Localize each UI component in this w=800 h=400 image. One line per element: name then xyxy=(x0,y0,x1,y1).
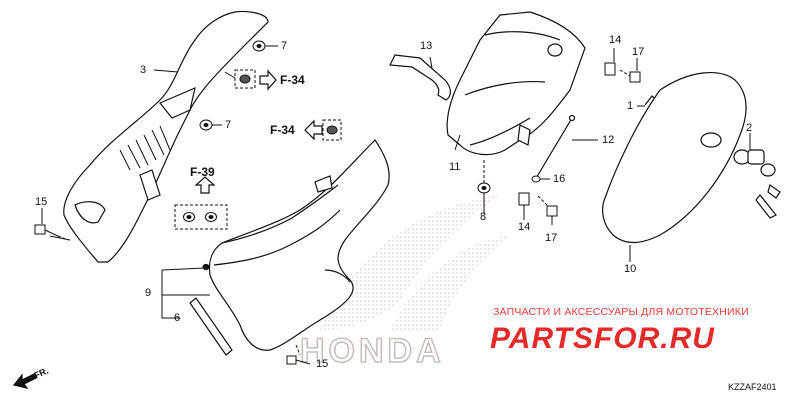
callout-17-bottom: 17 xyxy=(545,232,558,244)
callout-15-left: 15 xyxy=(35,196,48,208)
callout-15-bottom: 15 xyxy=(316,358,329,370)
grommet-left-ref xyxy=(322,119,342,141)
callout-2: 2 xyxy=(746,122,753,134)
bolt-15-bottom xyxy=(286,344,311,365)
callout-14-bottom: 14 xyxy=(518,221,531,233)
part-11-housing xyxy=(446,11,586,156)
part-6-strip xyxy=(189,297,233,356)
grommet-7-top xyxy=(252,40,278,52)
ref-f34-left: F-34 xyxy=(270,123,295,137)
bolt-17-top xyxy=(619,58,641,83)
callout-7-mid: 7 xyxy=(225,119,232,131)
callout-8: 8 xyxy=(480,211,487,223)
part-9-side-cover xyxy=(202,139,390,351)
ref-f34-right: F-34 xyxy=(280,73,305,87)
ref-f39: F-39 xyxy=(190,165,215,179)
callout-12: 12 xyxy=(602,134,615,146)
honda-wing-watermark xyxy=(320,195,510,330)
arrow-f39-up xyxy=(194,176,216,194)
watermark-tagline: ЗАПЧАСТИ И АКСЕССУАРЫ ДЛЯ МОТОТЕХНИКИ xyxy=(493,306,749,318)
watermark-site: PARTSFOR.RU xyxy=(490,322,715,355)
callout-9: 9 xyxy=(145,287,152,299)
grommet-8 xyxy=(477,160,491,210)
collar-14-top xyxy=(604,48,616,76)
diagram-code: KZZAF2401 xyxy=(728,382,777,392)
callout-14-top: 14 xyxy=(609,34,622,46)
callout-17-top: 17 xyxy=(632,46,645,58)
grommet-top-ref xyxy=(224,69,256,89)
leader-lines xyxy=(49,56,485,319)
callout-10: 10 xyxy=(624,263,637,275)
grommets-f39-box xyxy=(174,204,228,230)
part-13-strap xyxy=(389,54,451,101)
front-direction-arrow xyxy=(12,373,37,389)
part-10-right-cover xyxy=(602,71,747,262)
svg-text:HONDA: HONDA xyxy=(300,332,445,370)
bolt-17-bottom xyxy=(537,195,558,225)
arrow-f34-left xyxy=(304,119,323,141)
part-3-upper-cowl xyxy=(63,10,269,263)
callout-13: 13 xyxy=(420,40,433,52)
honda-logo-watermark: HONDA xyxy=(299,331,445,371)
bolt-15-left xyxy=(34,208,69,241)
part-16-clip xyxy=(531,175,550,183)
collar-14-bottom xyxy=(518,192,530,220)
part-12-rod xyxy=(534,114,598,181)
callout-11: 11 xyxy=(449,161,461,173)
grommet-7-mid xyxy=(199,119,222,131)
callout-7-top: 7 xyxy=(281,40,288,52)
arrow-f34-right xyxy=(259,69,277,91)
callout-16: 16 xyxy=(553,173,566,185)
callout-1: 1 xyxy=(627,100,634,112)
callout-3: 3 xyxy=(140,64,147,76)
part-2-lock xyxy=(733,133,781,219)
callout-6: 6 xyxy=(174,312,181,324)
